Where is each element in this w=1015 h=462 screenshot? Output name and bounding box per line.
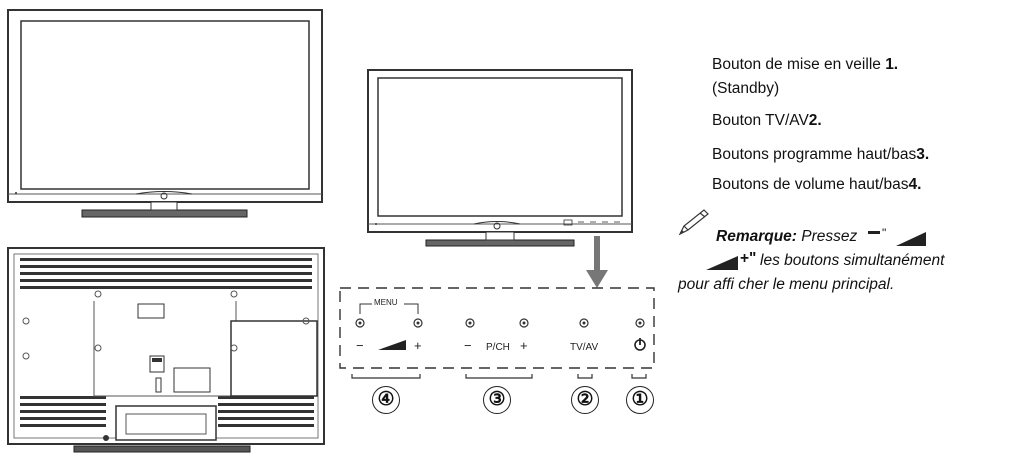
callout-1: ①	[626, 386, 654, 414]
program-minus-label: −	[464, 338, 472, 353]
legend-standby-sub: (Standby)	[712, 80, 780, 97]
plus-ramp-icon	[706, 252, 742, 272]
tvav-label: TV/AV	[570, 342, 599, 353]
legend-volume: Boutons de volume haut/bas4.	[712, 176, 922, 193]
callout-2: ②	[571, 386, 599, 414]
volume-minus-label: −	[356, 338, 364, 353]
pch-label: P/CH	[486, 342, 510, 353]
menu-label: MENU	[374, 298, 398, 307]
volume-plus-label: +	[414, 338, 422, 353]
tv-front-small	[366, 68, 636, 254]
note-plus-key: +"	[740, 250, 757, 267]
legend-program: Boutons programme haut/bas3.	[712, 146, 930, 163]
legend-tvav: Bouton TV/AV2.	[712, 112, 822, 129]
program-plus-label: +	[520, 338, 528, 353]
control-panel-diagram	[338, 286, 658, 382]
pencil-icon	[676, 206, 712, 238]
tv-rear-view	[6, 246, 326, 458]
legend-standby: Bouton de mise en veille 1.	[712, 56, 899, 73]
tv-front-view	[6, 8, 326, 223]
note-line-1: Remarque: Pressez	[716, 228, 858, 245]
note-quote: "	[882, 226, 887, 240]
callout-3: ③	[483, 386, 511, 414]
note-line-2: les boutons simultanément	[760, 252, 945, 269]
callout-4: ④	[372, 386, 400, 414]
note-line-3: pour affi cher le menu principal.	[678, 276, 895, 293]
down-arrow-icon	[586, 236, 608, 288]
minus-key-icon	[868, 228, 930, 248]
